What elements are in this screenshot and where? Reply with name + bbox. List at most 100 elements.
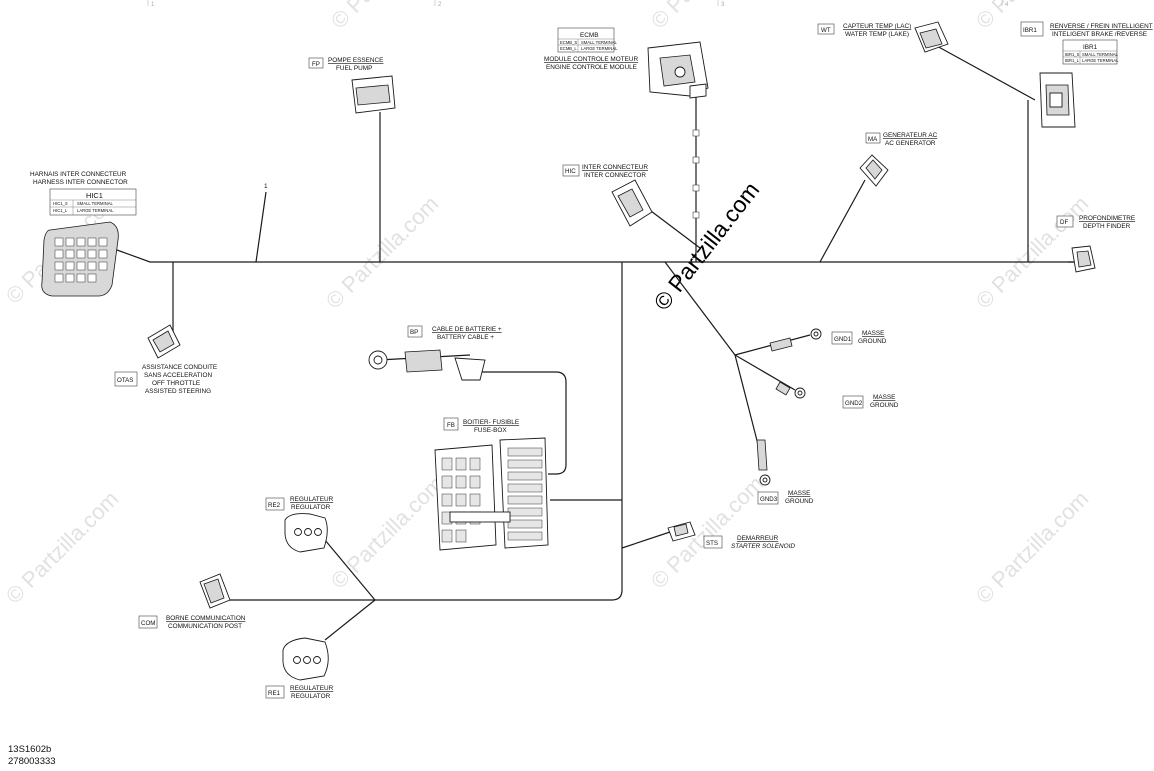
label-line: ASSISTED STEERING [145, 388, 211, 395]
label-fr: POMPE ESSENCE [328, 57, 383, 64]
ruler-number: 3 [721, 2, 725, 8]
label-ibr1: IBR1 RENVERSE / FREIN INTELLIGENT INTELI… [1020, 21, 1153, 65]
communication-post-connector [199, 573, 231, 609]
label-gnd3: GND3 MASSE GROUND [757, 490, 814, 505]
connector-id: HIC1 [86, 191, 103, 200]
label-fr: REGULATEUR [290, 496, 334, 503]
tag: GND2 [845, 400, 863, 407]
terminal-code: ECMB_S [560, 40, 577, 45]
engine-control-module-connector [647, 41, 709, 99]
tag: FB [447, 422, 455, 429]
tag: STS [706, 540, 718, 547]
label-en: GROUND [870, 402, 899, 409]
part-number: 278003333 [8, 756, 56, 767]
label-en: REGULATOR [291, 693, 331, 700]
label-bp: BP CABLE DE BATTERIE + BATTERY CABLE + [407, 325, 502, 341]
label-otas: OTAS ASSISTANCE CONDUITE SANS ACCELERATI… [114, 364, 217, 395]
off-throttle-assisted-steering-connector [147, 324, 181, 359]
tag: WT [821, 27, 831, 34]
label-en: BATTERY CABLE + [437, 334, 494, 341]
water-temp-sensor [914, 21, 949, 53]
label-fr: CABLE DE BATTERIE + [432, 326, 502, 333]
terminal-code: HIC1_L [53, 208, 68, 213]
label-re2: RE2 REGULATEUR REGULATOR [265, 496, 334, 511]
regulator-connector-re1 [282, 637, 329, 681]
ecm-wire-markers [692, 129, 700, 219]
label-en: DEPTH FINDER [1083, 223, 1131, 230]
label-gnd2: GND2 MASSE GROUND [842, 394, 899, 409]
watermark-text: © Partzilla.com [326, 0, 449, 34]
label-ma: MA GENERATEUR AC AC GENERATOR [865, 132, 938, 147]
label-en: WATER TEMP (LAKE) [845, 31, 909, 38]
tag: HIC [565, 168, 576, 175]
label-en: FUEL PUMP [336, 65, 372, 72]
label-fp: FP POMPE ESSENCE FUEL PUMP [308, 57, 383, 72]
watermark-text: © Partzilla.com [321, 191, 444, 314]
label-en: AC GENERATOR [885, 140, 936, 147]
watermark-text: © Partzilla.com [326, 471, 449, 594]
watermark-text: © Partzilla.com [971, 486, 1094, 609]
label-fr: HARNAIS INTER CONNECTEUR [30, 171, 127, 178]
tag: COM [141, 620, 155, 627]
tag: IBR1 [1023, 27, 1037, 34]
tag: FP [312, 61, 320, 68]
terminal-code: IBR1_S [1065, 52, 1080, 57]
tag: RE2 [268, 502, 281, 509]
label-fr: MODULE CONTROLE MOTEUR [544, 56, 638, 63]
battery-cable [368, 349, 486, 381]
label-re1: RE1 REGULATEUR REGULATOR [265, 685, 334, 700]
ac-generator-connector [859, 154, 889, 187]
harness-inter-connector [41, 221, 119, 297]
label-hic1: HARNAIS INTER CONNECTEUR HARNESS INTER C… [30, 171, 137, 216]
watermark-text: © Partzilla.com [646, 471, 769, 594]
fuel-pump-connector [351, 75, 396, 114]
label-fr: CAPTEUR TEMP (LAC) [843, 23, 911, 30]
terminal-size: LARGE TERMINAL [1082, 58, 1119, 63]
label-line: ASSISTANCE CONDUITE [142, 364, 217, 371]
watermark-text: © Partzilla.com [646, 0, 769, 34]
tag: GND3 [760, 496, 778, 503]
watermark-text: © Partzilla.com [1, 486, 124, 609]
label-line: OFF THROTTLE [152, 380, 200, 387]
label-sts: STS DEMARREUR STARTER SOLENOID [703, 535, 795, 550]
connector-id: IBR1 [1083, 44, 1098, 51]
label-fr: GENERATEUR AC [883, 132, 938, 139]
terminal-size: LARGE TERMINAL [77, 208, 114, 213]
label-line: SANS ACCELERATION [144, 372, 212, 379]
ruler-number: 2 [438, 2, 442, 8]
ground-terminals [756, 328, 822, 486]
callout-number: 1 [264, 183, 268, 190]
terminal-size: SMALL TERMINAL [1082, 52, 1119, 57]
terminal-code: ECMB_L [560, 46, 577, 51]
label-en: COMMUNICATION POST [168, 623, 242, 630]
tag: RE1 [268, 690, 281, 697]
label-en: HARNESS INTER CONNECTOR [33, 179, 128, 186]
tag: GND1 [834, 336, 852, 343]
label-fr: PROFONDIMETRE [1079, 215, 1135, 222]
label-fb: FB BOITIER- FUSIBLE FUSE-BOX [443, 417, 519, 434]
intelligent-brake-connector [1039, 72, 1076, 128]
terminal-size: SMALL TERMINAL [581, 40, 618, 45]
label-en: GROUND [785, 498, 814, 505]
tag: OTAS [117, 377, 133, 384]
tag: BP [410, 329, 418, 336]
label-fr: MASSE [873, 394, 895, 401]
terminal-code: IBR1_L [1065, 58, 1080, 63]
tag: DF [1060, 219, 1068, 226]
label-en: INTELIGENT BRAKE /REVERSE [1052, 31, 1147, 38]
label-fr: DEMARREUR [737, 535, 779, 542]
label-en: STARTER SOLENOID [731, 543, 795, 550]
label-fr: BORNE COMMUNICATION [166, 615, 246, 622]
label-df: DF PROFONDIMETRE DEPTH FINDER [1056, 215, 1135, 230]
label-com: COM BORNE COMMUNICATION COMMUNICATION PO… [138, 615, 246, 630]
label-en: ENGINE CONTROLE MODULE [546, 64, 637, 71]
terminal-code: HIC1_S [53, 201, 68, 206]
connector-id: ECMB [580, 32, 598, 39]
label-en: FUSE-BOX [474, 427, 507, 434]
inter-connector [611, 179, 653, 227]
label-fr: MASSE [788, 490, 810, 497]
ruler-number: 4 [1005, 2, 1009, 8]
fuse-box [434, 437, 549, 551]
label-fr: RENVERSE / FREIN INTELLIGENT [1050, 23, 1153, 30]
